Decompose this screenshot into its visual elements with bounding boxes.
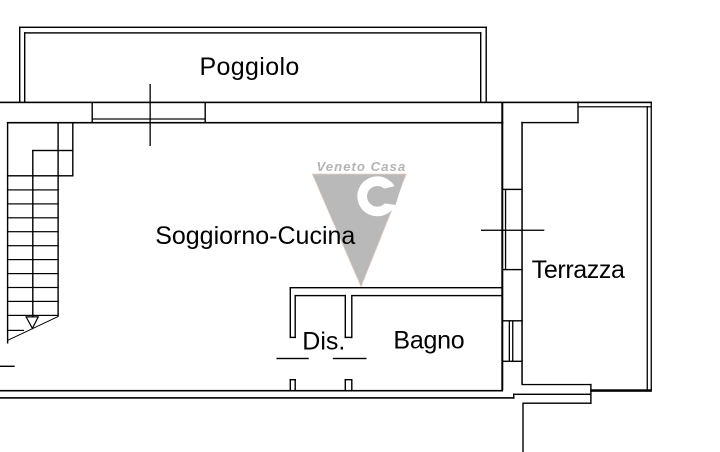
svg-text:Soggiorno-Cucina: Soggiorno-Cucina [155, 222, 355, 250]
svg-text:Dis.: Dis. [302, 328, 345, 356]
svg-text:Poggiolo: Poggiolo [200, 53, 300, 81]
svg-text:Terrazza: Terrazza [532, 256, 625, 284]
svg-text:Bagno: Bagno [393, 326, 464, 354]
svg-text:Veneto Casa: Veneto Casa [317, 159, 407, 174]
